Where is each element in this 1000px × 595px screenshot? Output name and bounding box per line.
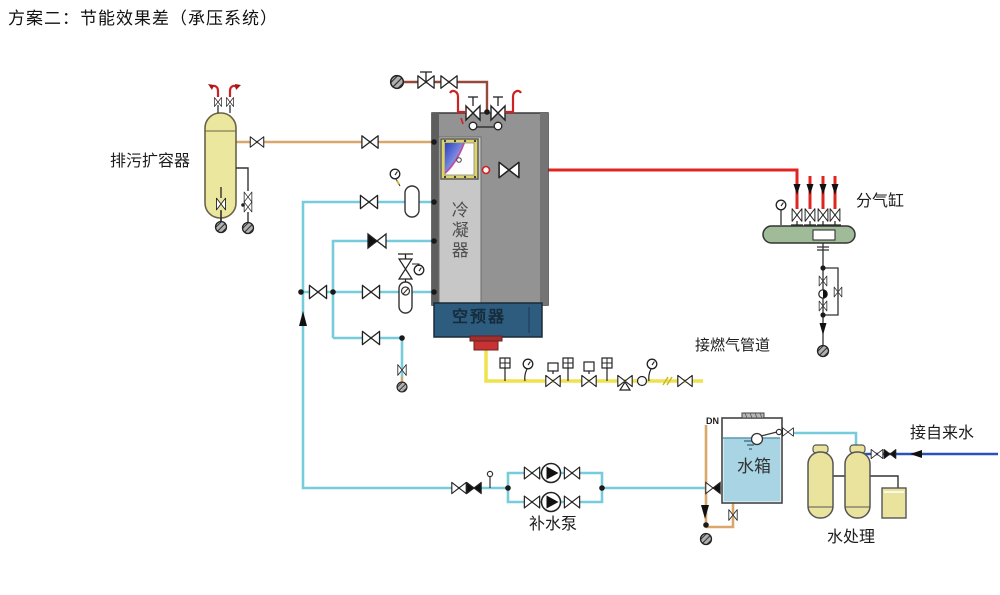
steam-header-body xyxy=(762,225,856,244)
valve-icon xyxy=(451,481,467,495)
valve-icon xyxy=(243,191,253,203)
instrument-icon xyxy=(601,357,613,369)
label-air-preheater: 空预器 xyxy=(452,309,507,326)
valve-icon xyxy=(804,208,816,222)
valve-icon xyxy=(243,201,253,213)
drain-icon xyxy=(396,381,408,393)
valve-icon xyxy=(677,374,693,388)
cock-icon xyxy=(486,470,494,478)
valve-icon xyxy=(361,284,381,300)
page-title: 方案二：节能效果差（承压系统） xyxy=(8,9,278,28)
valve-icon xyxy=(523,495,541,509)
check-valve-icon xyxy=(883,448,897,460)
drain-icon xyxy=(816,344,830,358)
valve-icon xyxy=(563,495,581,509)
instrument-icon xyxy=(636,375,648,387)
instrument-icon xyxy=(499,357,511,369)
label-blowdown-vessel: 排污扩容器 xyxy=(110,153,191,170)
valve-icon xyxy=(440,75,458,89)
valve-icon xyxy=(817,208,829,222)
label-steam-header: 分气缸 xyxy=(856,193,905,210)
water-treatment-group xyxy=(807,444,922,519)
burner xyxy=(473,340,499,351)
boiler-group xyxy=(389,71,549,351)
relief-valve-icon xyxy=(397,258,414,271)
safety-valve-icon xyxy=(490,96,506,131)
tank-lid xyxy=(741,412,765,419)
valve-icon xyxy=(791,208,803,222)
label-water-treatment: 水处理 xyxy=(827,529,876,546)
valve-icon xyxy=(782,427,794,437)
valve-icon xyxy=(829,208,841,222)
valve-icon xyxy=(359,194,379,210)
gas-train-group xyxy=(499,357,693,391)
valve-icon xyxy=(581,374,597,388)
pump-icon xyxy=(540,491,562,513)
label-tap-water: 接自来水 xyxy=(910,425,975,442)
water-tank-group xyxy=(699,412,794,546)
valve-icon xyxy=(523,466,541,480)
blowdown-vessel-group xyxy=(204,84,379,235)
drain-icon xyxy=(214,220,228,234)
salt-tank xyxy=(881,487,907,519)
burner-flange xyxy=(469,335,503,342)
flow-capsule xyxy=(404,185,420,218)
silencer-icon xyxy=(389,74,405,90)
vent-elbow-icon xyxy=(449,89,466,114)
flow-arrow xyxy=(819,323,827,335)
valve-icon xyxy=(361,330,381,346)
valve-icon xyxy=(308,284,328,300)
label-gas-pipe: 接燃气管道 xyxy=(695,338,771,354)
softener-vessel xyxy=(844,451,871,519)
steam-header-group xyxy=(762,184,856,358)
flow-arrow xyxy=(299,311,307,326)
pump-icon xyxy=(540,462,562,484)
gauge-icon xyxy=(775,199,787,211)
valve-icon xyxy=(249,136,265,148)
flow-arrow xyxy=(910,450,922,458)
safety-valve-icon xyxy=(465,96,481,131)
float-ball-icon xyxy=(750,432,764,446)
valve-icon xyxy=(563,466,581,480)
check-valve-icon xyxy=(367,233,387,249)
air-preheater-box xyxy=(433,302,543,338)
feedwater-valve-bank xyxy=(299,168,425,393)
label-dn: DN xyxy=(706,416,719,426)
valve-icon xyxy=(361,135,379,149)
makeup-pump-group xyxy=(451,462,721,513)
valve-icon xyxy=(870,448,884,460)
drain-icon xyxy=(699,532,713,546)
steam-outlet-icon xyxy=(481,165,491,175)
vent-elbow-icon xyxy=(505,89,522,114)
gauge-icon xyxy=(646,358,658,370)
gauge-icon xyxy=(389,168,401,180)
blowdown-vessel-body xyxy=(204,112,237,219)
pipe-junctions xyxy=(298,109,709,528)
label-makeup-pump: 补水泵 xyxy=(529,516,578,533)
valve-icon xyxy=(545,374,561,388)
gauge-icon xyxy=(522,358,534,370)
label-water-tank: 水箱 xyxy=(737,457,771,476)
softener-vessel xyxy=(807,451,834,519)
check-valve-icon xyxy=(466,481,482,495)
gauge-icon xyxy=(413,264,425,276)
drain-icon xyxy=(241,221,255,235)
valve-icon xyxy=(705,481,721,495)
instrument-icon xyxy=(562,357,574,369)
flow-arrow xyxy=(701,505,709,519)
label-condenser: 冷凝器 xyxy=(448,201,468,261)
